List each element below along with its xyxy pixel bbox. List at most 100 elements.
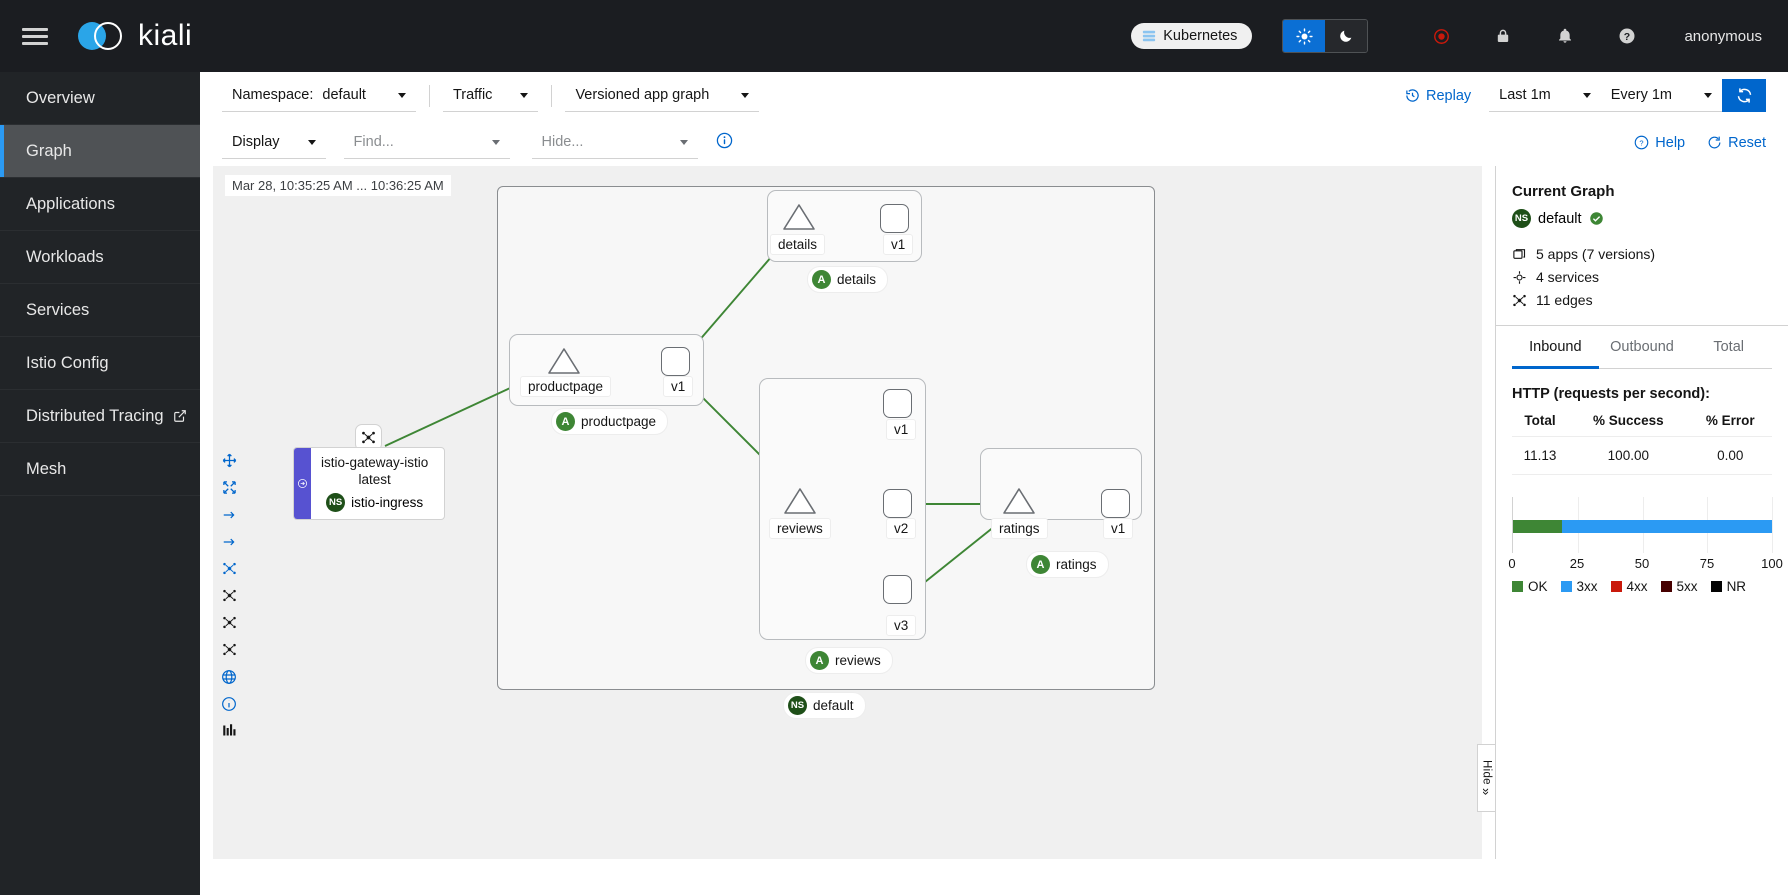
app-badge-reviews[interactable]: A reviews (805, 647, 893, 674)
gateway-accent-bar (294, 448, 311, 519)
tab-total[interactable]: Total (1685, 326, 1773, 369)
refresh-interval-dropdown[interactable]: Every 1m (1600, 79, 1722, 112)
app-badge-label: productpage (581, 414, 657, 429)
sidebar-item-mesh[interactable]: Mesh (0, 443, 200, 496)
expand-icon[interactable] (213, 474, 245, 501)
find-input-wrapper[interactable] (343, 126, 510, 159)
chevron-down-icon (1582, 92, 1591, 98)
reset-icon (1708, 136, 1721, 149)
divider (1496, 325, 1788, 326)
chevron-down-icon[interactable] (491, 139, 500, 145)
help-icon[interactable]: ? (1608, 27, 1646, 45)
gateway-node-istio-gateway[interactable]: istio-gateway-istio latest NS istio-ingr… (293, 447, 445, 520)
cell-success: 100.00 (1568, 436, 1689, 475)
workload-node-reviews-v1[interactable] (883, 389, 912, 418)
service-node-reviews[interactable] (783, 486, 817, 516)
chevron-down-icon (741, 92, 750, 98)
sidebar-item-label: Overview (26, 88, 95, 107)
display-dropdown[interactable]: Display (222, 126, 326, 159)
sidebar-item-istio-config[interactable]: Istio Config (0, 337, 200, 390)
sidebar-item-workloads[interactable]: Workloads (0, 231, 200, 284)
minigraph-toggle-icon[interactable] (213, 663, 245, 690)
namespace-badge-default[interactable]: NS default (783, 692, 866, 719)
legend-item-nr[interactable]: NR (1710, 579, 1746, 594)
hide-input[interactable] (541, 134, 680, 150)
namespace-badge-label: default (813, 698, 854, 713)
info-icon[interactable] (716, 132, 733, 154)
namespace-dropdown[interactable]: Namespace: default (222, 79, 416, 112)
find-input[interactable] (353, 134, 492, 150)
service-node-ratings[interactable] (1002, 486, 1036, 516)
reset-button[interactable]: Reset (1707, 135, 1766, 151)
layout-concentric-icon[interactable] (213, 636, 245, 663)
graph-canvas[interactable]: Mar 28, 10:35:25 AM ... 10:36:25 AM (213, 166, 1482, 859)
hamburger-icon[interactable] (22, 24, 48, 49)
workload-node-productpage-v1[interactable] (661, 347, 690, 376)
brand[interactable]: kiali (78, 16, 192, 56)
service-node-label-productpage: productpage (520, 376, 612, 397)
duration-dropdown[interactable]: Last 1m (1489, 79, 1601, 112)
legend-item-3xx[interactable]: 3xx (1560, 579, 1598, 594)
light-theme-button[interactable] (1283, 20, 1326, 52)
graph-type-dropdown[interactable]: Versioned app graph (565, 79, 760, 112)
lock-icon[interactable] (1484, 27, 1522, 45)
layout-default-icon[interactable] (213, 555, 245, 582)
arrow-right-2-icon[interactable] (213, 528, 245, 555)
app-badge-icon: A (812, 270, 831, 289)
app-badge-ratings[interactable]: A ratings (1026, 551, 1109, 578)
hide-input-wrapper[interactable] (531, 126, 698, 159)
sidebar-item-graph[interactable]: Graph (0, 125, 200, 178)
graph-legend-icon[interactable] (213, 717, 245, 744)
workload-node-ratings-v1[interactable] (1101, 489, 1130, 518)
legend-toggle-icon[interactable] (213, 690, 245, 717)
workload-node-label-ratings-v1: v1 (1103, 518, 1134, 539)
replay-button[interactable]: Replay (1405, 88, 1471, 104)
app-badge-productpage[interactable]: A productpage (551, 408, 669, 435)
dark-theme-button[interactable] (1325, 20, 1368, 52)
cell-total: 11.13 (1512, 436, 1569, 475)
panel-namespace-label: default (1538, 210, 1582, 227)
panel-namespace: NS default (1512, 209, 1772, 228)
sidebar-item-overview[interactable]: Overview (0, 72, 200, 125)
record-icon[interactable] (1422, 28, 1460, 45)
bell-icon[interactable] (1546, 27, 1584, 45)
workload-node-reviews-v2[interactable] (883, 489, 912, 518)
workload-node-reviews-v3[interactable] (883, 575, 912, 604)
layout-grid-icon[interactable] (213, 609, 245, 636)
gateway-mesh-icon-node[interactable] (355, 424, 382, 451)
history-icon (1406, 89, 1419, 102)
mesh-icon (362, 431, 375, 444)
sidebar-item-applications[interactable]: Applications (0, 178, 200, 231)
service-node-productpage[interactable] (547, 346, 581, 376)
tab-outbound[interactable]: Outbound (1598, 326, 1686, 369)
chevron-down-icon[interactable] (679, 139, 688, 145)
sidebar-item-services[interactable]: Services (0, 284, 200, 337)
zoom-fit-icon[interactable] (213, 447, 245, 474)
workload-node-label-reviews-v2: v2 (886, 518, 917, 539)
service-node-details[interactable] (782, 202, 816, 232)
traffic-dropdown[interactable]: Traffic (442, 79, 539, 112)
http-metrics-table: Total % Success % Error 11.13 100.00 0.0… (1512, 413, 1772, 475)
sidebar-item-distributed-tracing[interactable]: Distributed Tracing (0, 390, 200, 443)
bar-segment-3xx (1562, 520, 1772, 533)
legend-item-4xx[interactable]: 4xx (1610, 579, 1648, 594)
panel-hide-toggle[interactable]: Hide » (1477, 744, 1495, 812)
help-button[interactable]: ? Help (1634, 135, 1685, 151)
arrow-right-1-icon[interactable] (213, 501, 245, 528)
refresh-button[interactable] (1722, 79, 1766, 112)
layout-dagre-icon[interactable] (213, 582, 245, 609)
legend-item-ok[interactable]: OK (1512, 579, 1548, 594)
username-label[interactable]: anonymous (1684, 27, 1762, 45)
edges-icon (1513, 294, 1526, 306)
reset-label: Reset (1728, 134, 1766, 151)
legend-item-5xx[interactable]: 5xx (1660, 579, 1698, 594)
tab-inbound[interactable]: Inbound (1512, 326, 1599, 369)
service-node-label-details: details (770, 234, 826, 255)
theme-toggle[interactable] (1282, 19, 1369, 53)
cluster-pill[interactable]: Kubernetes (1131, 23, 1253, 49)
refresh-icon (1737, 88, 1751, 103)
workload-node-details-v1[interactable] (880, 204, 909, 233)
app-badge-details[interactable]: A details (807, 266, 889, 293)
namespace-label: Namespace: (232, 87, 314, 103)
